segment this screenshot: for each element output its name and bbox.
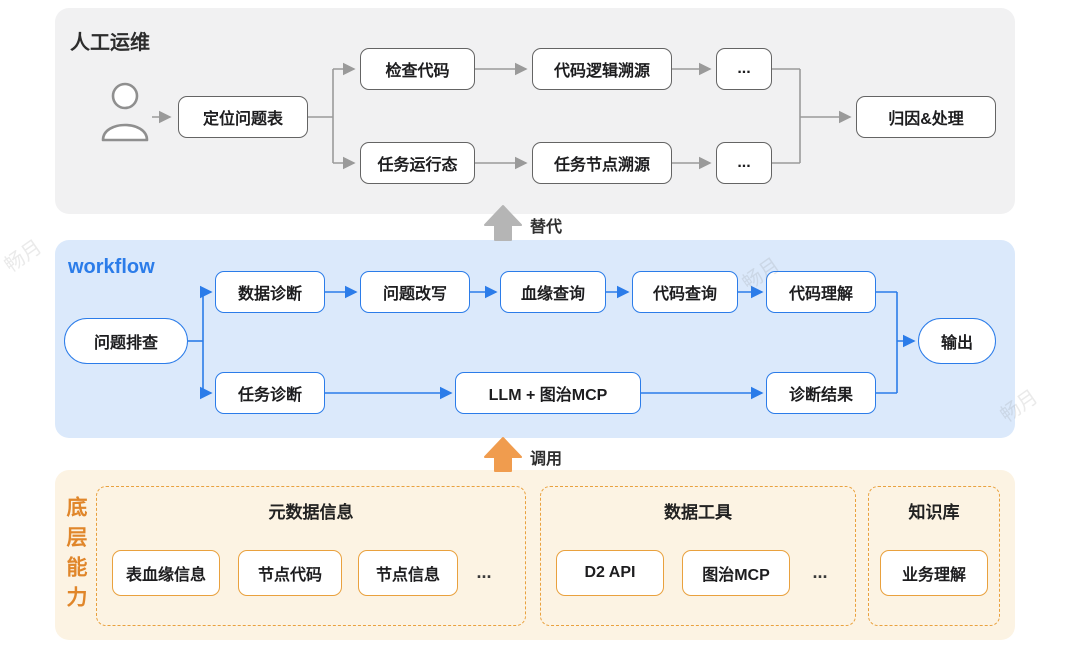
invoke-label: 调用	[530, 451, 563, 468]
metadata-more: ...	[476, 562, 492, 582]
node-task-diagnosis: 任务诊断	[215, 372, 325, 414]
manual-ops-title: 人工运维	[70, 32, 150, 54]
node-more-bottom: ...	[716, 142, 772, 184]
node-llm-tuzhi-mcp: LLM + 图治MCP	[455, 372, 641, 414]
node-problem-investigation: 问题排查	[64, 318, 188, 364]
node-node-code: 节点代码	[238, 550, 342, 596]
group-knowledge-title: 知识库	[908, 503, 960, 522]
group-metadata-info	[96, 486, 526, 626]
node-task-node-trace: 任务节点溯源	[532, 142, 672, 184]
node-tuzhi-mcp: 图治MCP	[682, 550, 790, 596]
node-node-info: 节点信息	[358, 550, 458, 596]
node-task-runtime: 任务运行态	[360, 142, 475, 184]
user-icon	[101, 82, 149, 142]
workflow-title: workflow	[68, 256, 155, 278]
node-more-top: ...	[716, 48, 772, 90]
node-code-logic-trace: 代码逻辑溯源	[532, 48, 672, 90]
node-table-lineage-info: 表血缘信息	[112, 550, 220, 596]
group-metadata-title: 元数据信息	[268, 503, 354, 522]
replace-label: 替代	[530, 219, 563, 236]
node-code-understanding: 代码理解	[766, 271, 876, 313]
group-data-tools	[540, 486, 856, 626]
node-problem-rewrite: 问题改写	[360, 271, 470, 313]
invoke-arrow-icon	[484, 437, 522, 472]
base-capability-title: 底层能力	[64, 496, 87, 616]
node-d2-api: D2 API	[556, 550, 664, 596]
node-data-diagnosis: 数据诊断	[215, 271, 325, 313]
data-tools-more: ...	[812, 562, 828, 582]
node-attribution-handle: 归因&处理	[856, 96, 996, 138]
group-knowledge-base	[868, 486, 1000, 626]
group-data-tools-title: 数据工具	[664, 503, 732, 522]
node-lineage-query: 血缘查询	[500, 271, 606, 313]
node-code-query: 代码查询	[632, 271, 738, 313]
node-locate-problem-table: 定位问题表	[178, 96, 308, 138]
node-check-code: 检查代码	[360, 48, 475, 90]
watermark: 畅月	[0, 236, 47, 278]
node-diagnosis-result: 诊断结果	[766, 372, 876, 414]
node-business-understanding: 业务理解	[880, 550, 988, 596]
node-output: 输出	[918, 318, 996, 364]
